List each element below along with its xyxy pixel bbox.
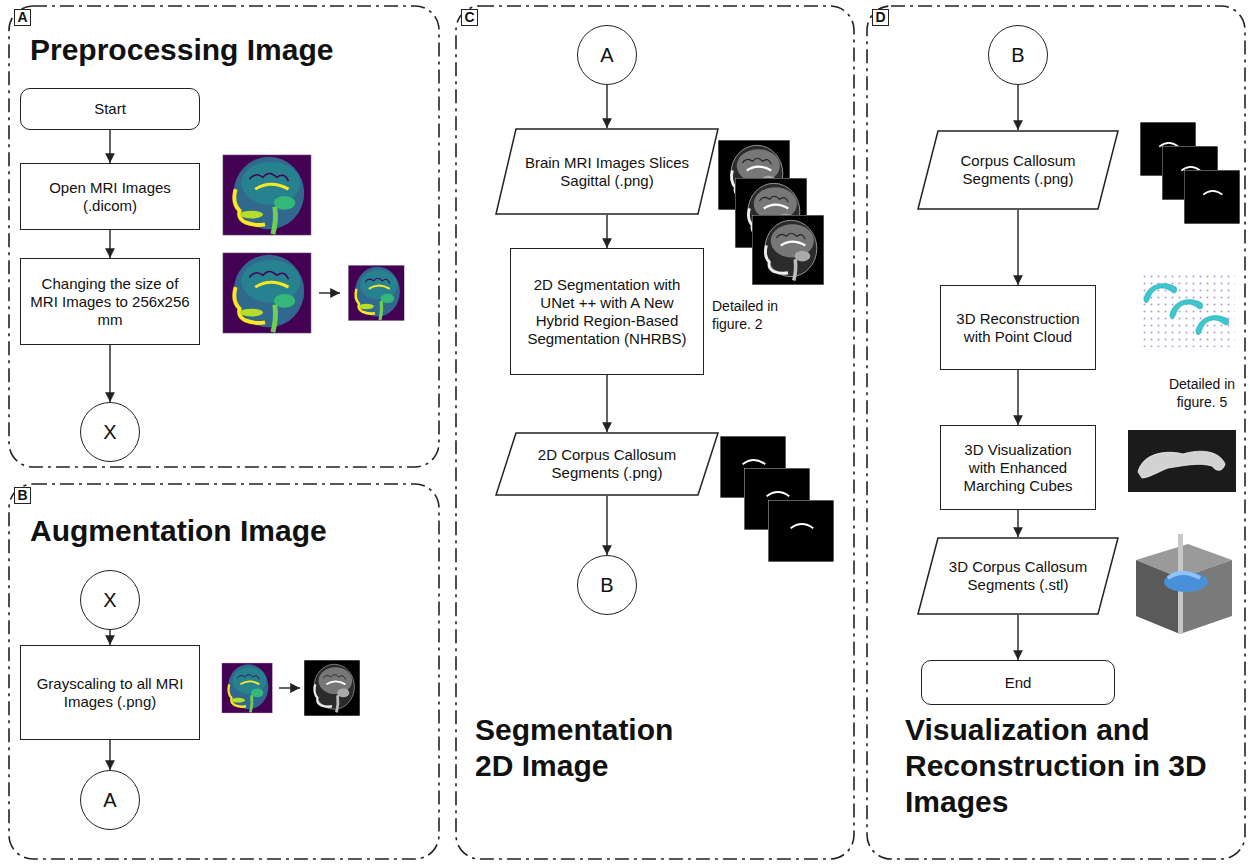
panel-outline — [8, 5, 440, 468]
point-cloud-grid — [1140, 272, 1235, 347]
mri-thumbnail — [218, 660, 274, 716]
parallelogram-outline — [496, 433, 718, 495]
connector-circle: B — [988, 25, 1048, 85]
panel-frame: D Visualization and Reconstruction in 3D … — [866, 5, 1246, 860]
point-cloud-slice — [1196, 316, 1229, 335]
mesh-render — [1128, 430, 1236, 492]
terminal-box: Start — [20, 88, 200, 130]
connector-circle: B — [577, 555, 637, 615]
panel-frame: C Segmentation 2D Image A Brain MRI Images … — [455, 5, 855, 860]
connector-circle: X — [80, 570, 140, 630]
panel-letter: A — [14, 9, 31, 26]
process-box: 3D Visualization with Enhanced Marching … — [940, 425, 1096, 510]
node-text: 3D Corpus Callosum Segments (.stl) — [945, 558, 1091, 594]
node-text: 2D Segmentation with UNet ++ with A New … — [519, 276, 695, 348]
flow-arrow — [606, 85, 607, 128]
terminal-box: End — [921, 660, 1115, 705]
flow-arrow — [1017, 615, 1018, 660]
mri-thumbnail — [304, 660, 360, 716]
note-label: Detailed in figure. 2 — [712, 298, 796, 333]
mri-thumbnail — [752, 215, 824, 285]
node-text: Brain MRI Images Slices Sagittal (.png) — [523, 154, 691, 190]
flow-arrow — [1017, 210, 1018, 285]
connector-letter: B — [1011, 43, 1024, 67]
flow-arrow — [606, 496, 607, 555]
process-box: Changing the size of MRI Images to 256x2… — [20, 258, 200, 345]
node-text: End — [1005, 674, 1032, 692]
mri-thumbnail — [344, 262, 406, 324]
process-box: 3D Reconstruction with Point Cloud — [940, 285, 1096, 370]
node-text: Start — [94, 100, 126, 118]
process-box: Grayscaling to all MRI Images (.png) — [20, 645, 200, 740]
segment-thumbnail — [768, 500, 834, 562]
connector-letter: A — [600, 43, 613, 67]
panel-heading: Preprocessing Image — [30, 32, 430, 68]
panel-heading: Segmentation 2D Image — [475, 712, 695, 784]
connector-letter: X — [103, 420, 116, 444]
process-box: 2D Segmentation with UNet ++ with A New … — [510, 248, 704, 375]
node-text: 3D Visualization with Enhanced Marching … — [949, 441, 1087, 495]
connector-circle: X — [80, 402, 140, 462]
node-text: Grayscaling to all MRI Images (.png) — [29, 675, 191, 711]
flow-arrow — [1017, 370, 1018, 425]
connector-circle: A — [80, 770, 140, 830]
io-parallelogram: Corpus Callosum Segments (.png) — [917, 130, 1119, 210]
node-text: Changing the size of MRI Images to 256x2… — [29, 275, 191, 329]
node-text: 2D Corpus Callosum Segments (.png) — [523, 446, 691, 482]
io-parallelogram: Brain MRI Images Slices Sagittal (.png) — [495, 128, 719, 215]
flow-arrow — [606, 215, 607, 248]
panel-frame: B Augmentation ImageX Grayscaling to all M… — [8, 483, 440, 860]
node-text: 3D Reconstruction with Point Cloud — [949, 310, 1087, 346]
panel-letter: D — [872, 9, 889, 26]
mri-thumbnail — [216, 150, 314, 240]
parallelogram-outline — [918, 538, 1118, 614]
parallelogram-outline — [496, 129, 718, 214]
connector-letter: B — [600, 573, 613, 597]
resize-arrow — [319, 292, 340, 293]
note-label: Detailed in figure. 5 — [1156, 376, 1248, 411]
panel-heading: Augmentation Image — [30, 513, 430, 549]
flow-arrow — [1017, 85, 1018, 130]
grayscale-arrow — [279, 687, 300, 688]
panel-frame: A Preprocessing ImageStartOpen MRI Images… — [8, 5, 440, 468]
point-cloud-slice — [1144, 284, 1177, 303]
panel-letter: B — [14, 487, 31, 504]
brain-3d-render — [1128, 530, 1240, 638]
flow-arrow — [109, 130, 110, 163]
connector-circle: A — [577, 25, 637, 85]
flow-arrow — [1017, 510, 1018, 537]
flow-arrow — [109, 345, 110, 402]
panel-outline — [867, 6, 1245, 859]
io-parallelogram: 2D Corpus Callosum Segments (.png) — [495, 432, 719, 496]
process-box: Open MRI Images (.dicom) — [20, 163, 200, 230]
io-parallelogram: 3D Corpus Callosum Segments (.stl) — [917, 537, 1119, 615]
panel-letter: C — [461, 9, 478, 26]
panel-outline — [456, 6, 854, 859]
flow-arrow — [606, 375, 607, 432]
flow-arrow — [109, 230, 110, 258]
panel-outline — [9, 6, 439, 467]
mri-thumbnail — [216, 248, 314, 338]
parallelogram-outline — [918, 131, 1118, 209]
panel-outline — [9, 484, 439, 859]
segment-thumbnail — [1184, 170, 1240, 224]
node-text: Open MRI Images (.dicom) — [29, 179, 191, 215]
connector-letter: A — [103, 788, 116, 812]
point-cloud-slice — [1170, 300, 1203, 319]
node-text: Corpus Callosum Segments (.png) — [945, 152, 1091, 188]
flow-arrow — [109, 630, 110, 645]
connector-letter: X — [103, 588, 116, 612]
panel-heading: Visualization and Reconstruction in 3D I… — [905, 712, 1215, 820]
flow-arrow — [109, 740, 110, 770]
